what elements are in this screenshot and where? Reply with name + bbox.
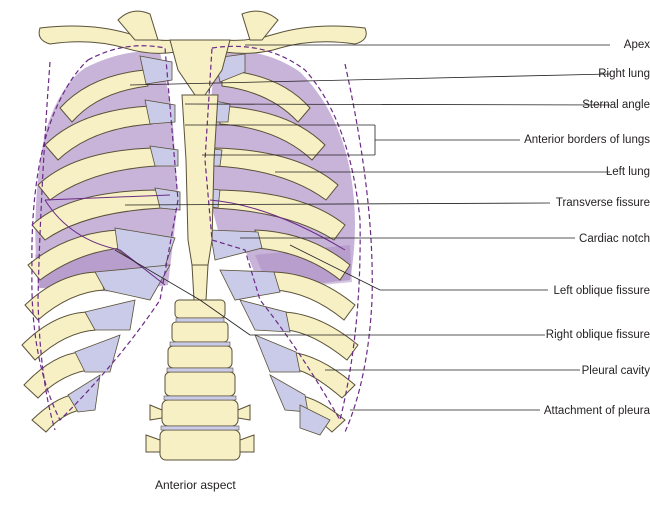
leader-lines [114, 44, 611, 411]
label-sternal-angle: Sternal angle [582, 99, 650, 111]
vertebral-column [145, 299, 255, 461]
left-ribs [211, 69, 359, 433]
label-pleural-cavity: Pleural cavity [581, 365, 650, 377]
label-left-oblique-fissure: Left oblique fissure [553, 285, 650, 297]
label-apex: Apex [623, 39, 650, 51]
label-right-oblique-fissure: Right oblique fissure [545, 329, 650, 341]
costal-cartilages [67, 53, 331, 436]
intervertebral-discs [160, 317, 240, 431]
label-left-lung: Left lung [605, 166, 650, 178]
sternum [169, 39, 231, 307]
label-transverse-fissure: Transverse fissure [555, 197, 650, 209]
fissure-lines [44, 194, 346, 286]
label-anterior-borders: Anterior borders of lungs [524, 134, 650, 146]
label-cardiac-notch: Cardiac notch [579, 233, 650, 245]
pleura-outlines [31, 45, 373, 433]
diagram-caption: Anterior aspect [155, 478, 236, 492]
label-attachment-of-pleura: Attachment of pleura [543, 405, 650, 417]
label-right-lung: Right lung [598, 68, 650, 80]
clavicles [38, 10, 367, 54]
